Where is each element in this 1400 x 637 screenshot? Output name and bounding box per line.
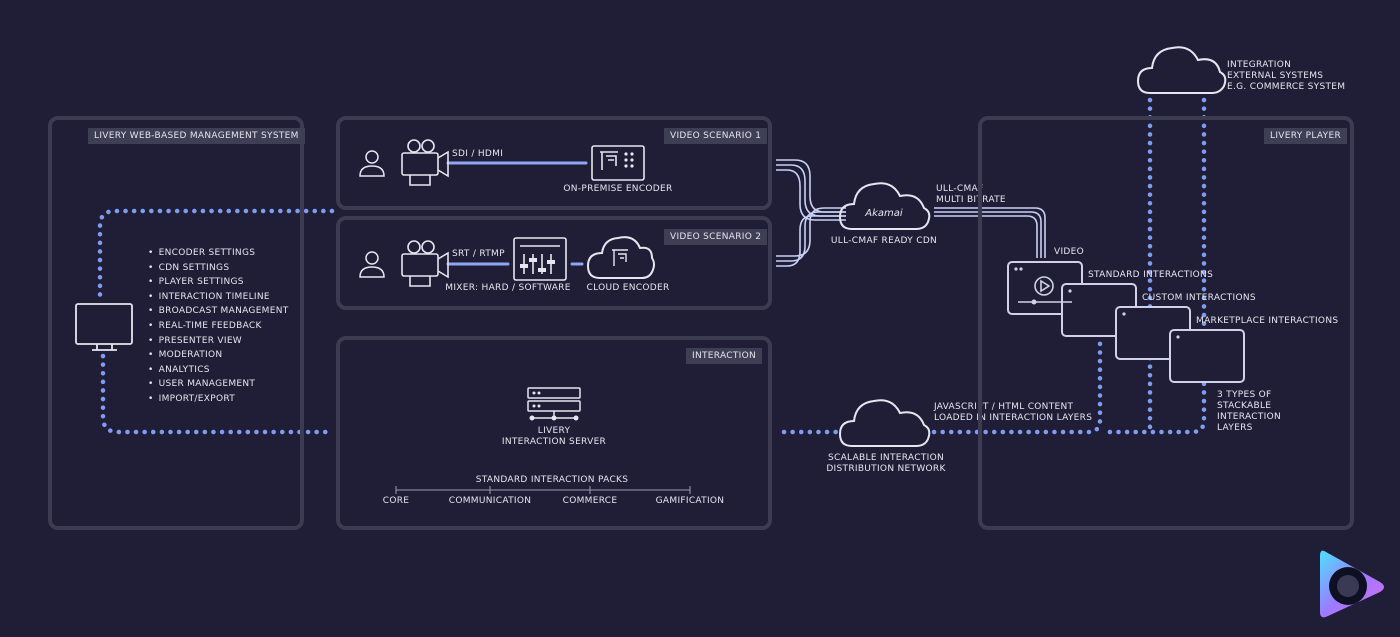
scenario2-title: VIDEO SCENARIO 2 — [664, 229, 768, 245]
cdn-stream-label-1: ULL-CMAF — [936, 184, 984, 194]
stream-line-player — [934, 207, 1046, 258]
content-label-2: LOADED IN INTERACTION LAYERS — [934, 413, 1093, 423]
livery-logo — [1320, 550, 1384, 618]
interaction-panel — [336, 336, 772, 530]
encoder-icon — [591, 145, 645, 181]
distribution-label-2: DISTRIBUTION NETWORK — [826, 464, 946, 474]
cloud-encoder-label: CLOUD ENCODER — [586, 283, 670, 293]
marketplace-layer-label: MARKETPLACE INTERACTIONS — [1196, 316, 1339, 326]
pack-communication: COMMUNICATION — [448, 496, 532, 506]
marketplace-layer — [1169, 329, 1245, 383]
interaction-title: INTERACTION — [686, 348, 763, 364]
player-title: LIVERY PLAYER — [1264, 128, 1347, 144]
feature-item: ANALYTICS — [148, 363, 289, 378]
pack-gamification: GAMIFICATION — [655, 496, 725, 506]
distribution-label-1: SCALABLE INTERACTION — [828, 453, 944, 463]
server-icon — [527, 387, 581, 419]
dotted-link-management-interaction — [100, 353, 335, 435]
srt-label: SRT / RTMP — [452, 249, 505, 259]
layers-note-4: LAYERS — [1217, 423, 1253, 433]
sdi-label: SDI / HDMI — [452, 149, 504, 159]
layers-note-1: 3 TYPES OF — [1217, 390, 1272, 400]
feature-item: IMPORT/EXPORT — [148, 392, 289, 407]
feature-item: REAL-TIME FEEDBACK — [148, 319, 289, 334]
feature-item: CDN SETTINGS — [148, 261, 289, 276]
packs-title: STANDARD INTERACTION PACKS — [475, 475, 629, 485]
feature-item: PRESENTER VIEW — [148, 334, 289, 349]
cdn-cloud-icon — [838, 182, 931, 230]
scenario1-title: VIDEO SCENARIO 1 — [664, 128, 768, 144]
dotted-link-management-video — [97, 208, 335, 303]
scenario2-panel — [336, 216, 772, 310]
distribution-cloud-icon — [838, 399, 931, 447]
server-label-2: INTERACTION SERVER — [501, 437, 607, 447]
management-panel — [48, 116, 304, 530]
feature-item: BROADCAST MANAGEMENT — [148, 304, 289, 319]
stream-line-s2 — [776, 207, 846, 257]
integration-label-3: E.G. COMMERCE SYSTEM — [1227, 82, 1346, 92]
custom-layer-label: CUSTOM INTERACTIONS — [1142, 293, 1256, 303]
layers-note-2: STACKABLE — [1217, 401, 1272, 411]
stream-line-s1 — [776, 159, 846, 213]
pack-commerce: COMMERCE — [562, 496, 618, 506]
video-layer-label: VIDEO — [1054, 247, 1085, 257]
feature-item: MODERATION — [148, 348, 289, 363]
akamai-logo: Akamai — [864, 208, 903, 219]
on-premise-encoder-label: ON-PREMISE ENCODER — [563, 184, 673, 194]
pack-core: CORE — [382, 496, 410, 506]
dotted-link-cloud-layers — [931, 337, 1103, 435]
cloud-encoder-icon — [586, 236, 655, 279]
standard-layer-label: STANDARD INTERACTIONS — [1088, 270, 1214, 280]
feature-item: USER MANAGEMENT — [148, 377, 289, 392]
integration-cloud-icon — [1136, 46, 1227, 94]
feature-item: INTERACTION TIMELINE — [148, 290, 289, 305]
person-icon — [365, 150, 379, 164]
cdn-label: ULL-CMAF READY CDN — [830, 236, 938, 246]
mixer-label: MIXER: HARD / SOFTWARE — [445, 283, 571, 293]
play-icon — [1018, 276, 1072, 303]
scenario1-panel — [336, 116, 772, 210]
feature-item: PLAYER SETTINGS — [148, 275, 289, 290]
cdn-stream-label-2: MULTI BITRATE — [936, 195, 1006, 205]
integration-label-2: EXTERNAL SYSTEMS — [1227, 71, 1324, 81]
player-panel — [978, 116, 1354, 530]
feature-list: ENCODER SETTINGS CDN SETTINGS PLAYER SET… — [148, 246, 289, 407]
management-title: LIVERY WEB-BASED MANAGEMENT SYSTEM — [88, 128, 305, 144]
dotted-link-integration-right — [1101, 97, 1207, 435]
layers-note-3: INTERACTION — [1217, 412, 1282, 422]
camera-icon — [401, 139, 449, 287]
monitor-icon — [75, 303, 133, 351]
feature-item: ENCODER SETTINGS — [148, 246, 289, 261]
content-label-1: JAVASCRIPT / HTML CONTENT — [934, 402, 1074, 412]
integration-label-1: INTEGRATION — [1227, 60, 1292, 70]
server-label-1: LIVERY — [537, 426, 571, 436]
